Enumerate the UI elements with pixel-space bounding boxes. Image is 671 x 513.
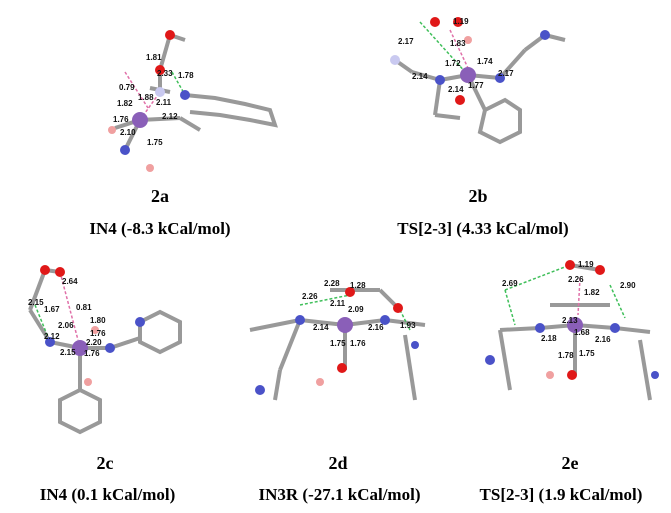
distance-label: 2.10: [120, 128, 136, 137]
distance-label: 1.81: [146, 53, 162, 62]
distance-label: 1.76: [90, 329, 106, 338]
distance-label: 2.16: [368, 323, 384, 332]
distance-label: 2.14: [412, 72, 428, 81]
panel-id: 2e: [561, 453, 579, 473]
distance-label: 1.76: [84, 349, 100, 358]
distance-label: 1.19: [453, 17, 469, 26]
distance-label: 2.18: [541, 334, 557, 343]
distance-label: 1.93: [400, 321, 416, 330]
panel-id: 2d: [328, 453, 348, 473]
distance-label: 1.67: [44, 305, 60, 314]
distance-label: 1.68: [574, 328, 590, 337]
distance-label: 1.77: [468, 81, 484, 90]
distance-label: 2.12: [44, 332, 60, 341]
molecule-2a: 1.81 1.78 2.33 0.79 1.88 1.82 2.11 1.76 …: [108, 30, 278, 172]
distance-label: 0.81: [76, 303, 92, 312]
distance-label: 2.11: [330, 299, 346, 308]
energy-caption: IN3R (-27.1 kCal/mol): [258, 485, 421, 504]
distance-label: 1.72: [445, 59, 461, 68]
distance-label: 1.75: [330, 339, 346, 348]
distance-label: 1.78: [178, 71, 194, 80]
distance-label: 2.26: [568, 275, 584, 284]
distance-label: 2.14: [313, 323, 329, 332]
distance-label: 1.82: [584, 288, 600, 297]
panel-2a: 1.81 1.78 2.33 0.79 1.88 1.82 2.11 1.76 …: [0, 0, 300, 250]
distance-label: 2.15: [28, 298, 44, 307]
distance-label: 1.78: [558, 351, 574, 360]
distance-label: 2.90: [620, 281, 636, 290]
distance-label: 1.88: [138, 93, 154, 102]
energy-caption: IN4 (0.1 kCal/mol): [39, 485, 176, 504]
distance-label: 2.12: [162, 112, 178, 121]
distance-label: 2.13: [562, 316, 578, 325]
distance-label: 2.69: [502, 279, 518, 288]
distance-label: 2.17: [498, 69, 514, 78]
distance-label: 2.26: [302, 292, 318, 301]
distance-label: 1.80: [90, 316, 106, 325]
distance-label: 1.76: [350, 339, 366, 348]
distance-label: 1.19: [578, 260, 594, 269]
distance-label: 2.14: [448, 85, 464, 94]
distance-label: 1.82: [117, 99, 133, 108]
distance-label: 1.28: [350, 281, 366, 290]
distance-label: 1.83: [450, 39, 466, 48]
distance-label: 2.16: [595, 335, 611, 344]
panel-id: 2a: [151, 186, 169, 206]
panel-id: 2b: [468, 186, 488, 206]
panel-2e: 1.19 2.69 2.26 2.90 1.82 2.13 1.68 2.18 …: [450, 250, 671, 513]
distance-label: 2.06: [58, 321, 74, 330]
panel-id: 2c: [96, 453, 114, 473]
energy-caption: TS[2-3] (4.33 kCal/mol): [397, 219, 569, 238]
distance-label: 1.75: [147, 138, 163, 147]
distance-label: 1.75: [579, 349, 595, 358]
panel-2d: 2.28 2.26 1.28 2.11 2.09 1.93 2.14 2.16 …: [220, 250, 450, 513]
distance-label: 2.20: [86, 338, 102, 347]
distance-label: 2.15: [60, 348, 76, 357]
distance-label: 2.64: [62, 277, 78, 286]
molecule-2b: 1.19 2.17 1.83 1.72 1.74 2.14 2.17 2.14 …: [390, 17, 566, 145]
distance-label: 2.17: [398, 37, 414, 46]
molecule-2c: 2.64 2.15 1.67 0.81 2.06 1.80 1.76 2.12 …: [28, 265, 182, 435]
distance-label: 2.09: [348, 305, 364, 314]
distance-label: 2.33: [157, 69, 173, 78]
distance-label: 1.76: [113, 115, 129, 124]
molecule-2e: 1.19 2.69 2.26 2.90 1.82 2.13 1.68 2.18 …: [485, 260, 659, 401]
panel-2c: 2.64 2.15 1.67 0.81 2.06 1.80 1.76 2.12 …: [0, 250, 220, 513]
molecule-2d: 2.28 2.26 1.28 2.11 2.09 1.93 2.14 2.16 …: [249, 279, 426, 401]
panel-2b: 1.19 2.17 1.83 1.72 1.74 2.14 2.17 2.14 …: [340, 0, 671, 250]
distance-label: 1.74: [477, 57, 493, 66]
distance-label: 2.28: [324, 279, 340, 288]
energy-caption: IN4 (-8.3 kCal/mol): [89, 219, 231, 238]
distance-label: 0.79: [119, 83, 135, 92]
energy-caption: TS[2-3] (1.9 kCal/mol): [479, 485, 643, 504]
distance-label: 2.11: [156, 98, 172, 107]
